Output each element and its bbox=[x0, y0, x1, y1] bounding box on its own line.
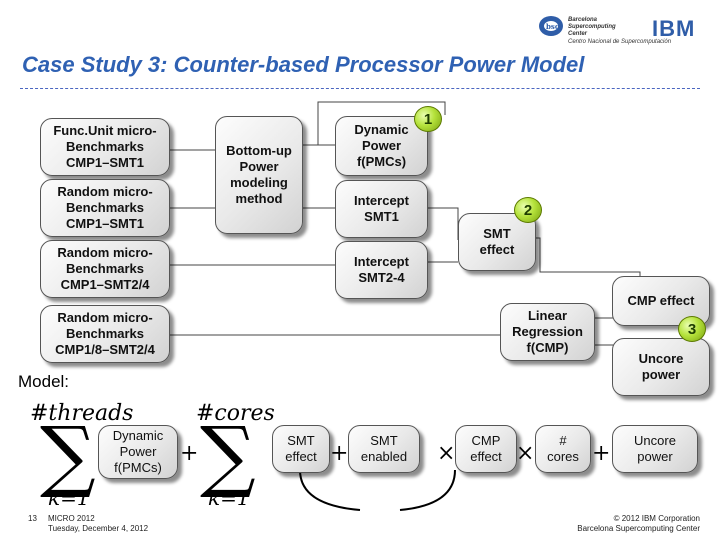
sigma-icon: ∑ bbox=[200, 411, 256, 501]
page-title: Case Study 3: Counter-based Processor Po… bbox=[22, 52, 585, 77]
sum-threads: #threads ∑ k=1 bbox=[30, 401, 133, 510]
dynamic-power-box: Dynamic Power f(PMCs) bbox=[335, 116, 428, 176]
bsc-logo-text: Barcelona Supercomputing Center Centro N… bbox=[568, 17, 671, 46]
title-divider bbox=[20, 88, 700, 89]
sigma-icon: ∑ bbox=[40, 411, 96, 501]
model-uncore-power-box: Uncore power bbox=[612, 425, 698, 473]
func-unit-benchmarks-box: Func.Unit micro- Benchmarks CMP1–SMT1 bbox=[40, 118, 170, 176]
step-badge-2: 2 bbox=[514, 197, 542, 223]
method-box: Bottom-up Power modeling method bbox=[215, 116, 303, 234]
page-number: 13 bbox=[28, 514, 37, 523]
times-sign: × bbox=[516, 441, 534, 466]
plus-sign: + bbox=[330, 441, 348, 466]
intercept-smt1-box: Intercept SMT1 bbox=[335, 180, 428, 238]
bsc-line: Centro Nacional de Supercomputación bbox=[568, 38, 672, 45]
sum-upper-label: #threads bbox=[30, 401, 133, 426]
bsc-line: Supercomputing bbox=[568, 24, 616, 31]
model-cores-box: # cores bbox=[535, 425, 591, 473]
uncore-power-box: Uncore power bbox=[612, 338, 710, 396]
plus-sign: + bbox=[180, 441, 198, 466]
cmp-effect-box: CMP effect bbox=[612, 276, 710, 326]
model-smt-enabled-box: SMT enabled bbox=[348, 425, 420, 473]
copyright-text: © 2012 IBM Corporation bbox=[613, 514, 700, 523]
step-badge-1: 1 bbox=[414, 106, 442, 132]
org-text: Barcelona Supercomputing Center bbox=[577, 524, 700, 534]
open-paren bbox=[299, 469, 361, 511]
close-paren bbox=[399, 469, 456, 511]
random-benchmarks-smt1-box: Random micro- Benchmarks CMP1–SMT1 bbox=[40, 179, 170, 237]
sum-cores: #cores ∑ k=1 bbox=[196, 401, 275, 510]
model-cmp-effect-box: CMP effect bbox=[455, 425, 517, 473]
step-badge-3: 3 bbox=[678, 316, 706, 342]
event-text: MICRO 2012 bbox=[48, 514, 95, 523]
random-benchmarks-smt24-box: Random micro- Benchmarks CMP1–SMT2/4 bbox=[40, 240, 170, 298]
sum-lower-label: k=1 bbox=[48, 486, 90, 510]
random-benchmarks-cmp-box: Random micro- Benchmarks CMP1/8–SMT2/4 bbox=[40, 305, 170, 363]
sum-upper-label: #cores bbox=[196, 401, 275, 426]
ibm-logo: IBM bbox=[652, 16, 696, 41]
model-dynamic-power-box: Dynamic Power f(PMCs) bbox=[98, 425, 178, 479]
model-label: Model: bbox=[18, 372, 70, 391]
bsc-logo: bsc bbox=[538, 14, 564, 38]
linear-regression-box: Linear Regression f(CMP) bbox=[500, 303, 595, 361]
bsc-line: Barcelona bbox=[568, 17, 598, 23]
plus-sign: + bbox=[592, 441, 610, 466]
bsc-logo-icon: bsc bbox=[539, 16, 563, 36]
sum-lower-label: k=1 bbox=[208, 486, 250, 510]
times-sign: × bbox=[437, 441, 455, 466]
intercept-smt24-box: Intercept SMT2-4 bbox=[335, 241, 428, 299]
footer-event: MICRO 2012 Tuesday, December 4, 2012 bbox=[48, 514, 148, 535]
model-smt-effect-box: SMT effect bbox=[272, 425, 330, 473]
footer-copyright: © 2012 IBM Corporation Barcelona Superco… bbox=[577, 514, 700, 535]
svg-text:bsc: bsc bbox=[546, 22, 559, 31]
date-text: Tuesday, December 4, 2012 bbox=[48, 524, 149, 534]
bsc-line: Center bbox=[568, 31, 588, 38]
smt-effect-box: SMT effect bbox=[458, 213, 536, 271]
